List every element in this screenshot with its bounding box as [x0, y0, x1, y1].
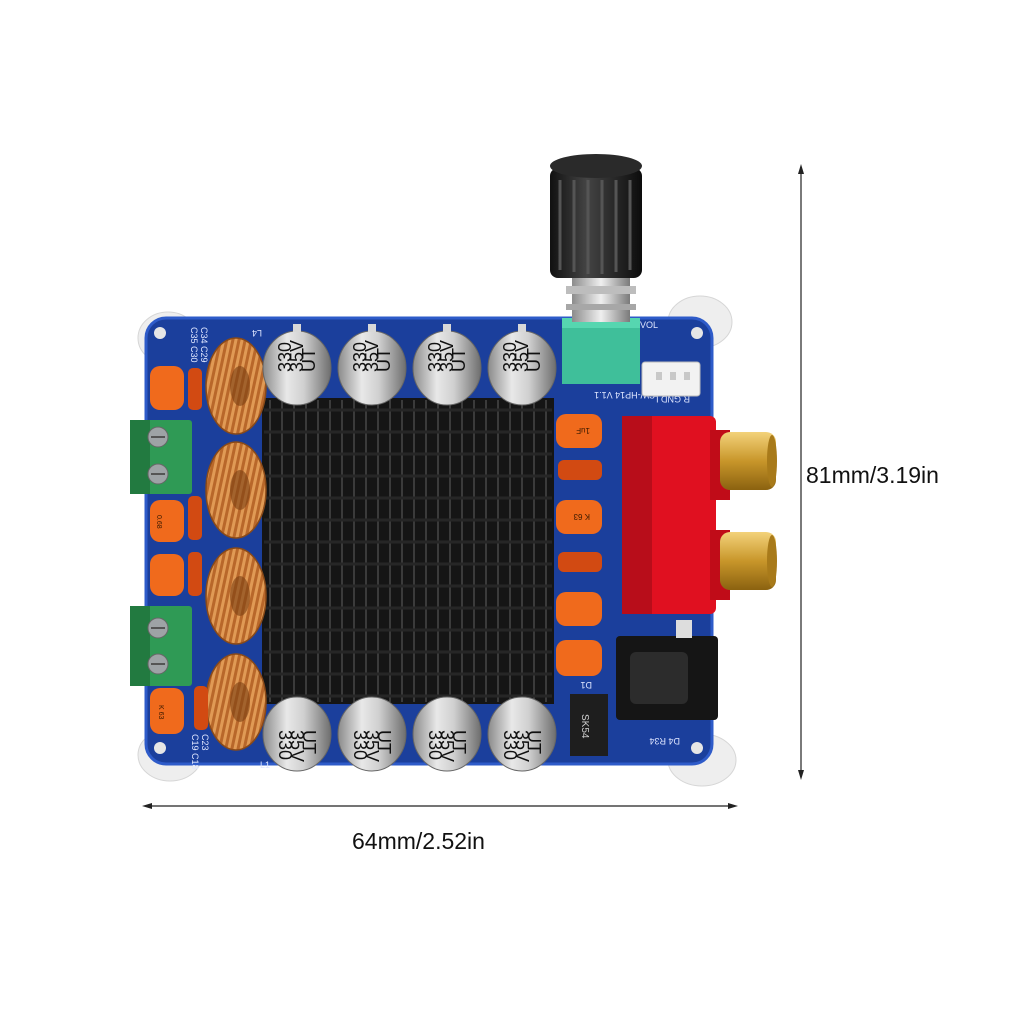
capacitor-marking: 35V	[437, 340, 457, 372]
capacitor-marking: 330	[350, 730, 370, 760]
heatsink	[262, 398, 554, 704]
capacitor-marking: 35V	[287, 340, 307, 372]
capacitor-marking: 35V	[362, 730, 382, 762]
top-left-refs-a: C35 C30	[189, 327, 199, 363]
right-cap-label-2: K 63	[573, 512, 590, 521]
bottom-left-refs-a: C23	[200, 734, 210, 751]
left-cap-value: 0.68	[155, 515, 162, 529]
terminal-block-bottom	[130, 606, 192, 686]
capacitor-marking: 35V	[512, 340, 532, 372]
height-dimension-label: 81mm/3.19in	[806, 462, 939, 488]
capacitor-marking: UT	[524, 730, 544, 754]
height-dimension-line	[798, 164, 804, 780]
capacitor-marking: UT	[374, 730, 394, 754]
bottom-refs-label: D4 R34	[649, 736, 680, 746]
capacitor-marking: 330	[350, 342, 370, 372]
inductor-4	[205, 653, 267, 751]
inductor-3	[205, 547, 267, 645]
inductor-mark-top: L4	[252, 328, 262, 338]
capacitor-marking: 330	[500, 730, 520, 760]
version-label: SW-HP14 V1.1	[594, 390, 655, 400]
volume-potentiometer	[550, 154, 642, 384]
capacitor-marking: 35V	[287, 730, 307, 762]
inductor-mark-bottom: L1	[260, 760, 270, 770]
left-film-capacitors: 0.68 K 63	[150, 366, 208, 734]
capacitor-marking: 330	[500, 342, 520, 372]
right-cap-label: 1uF	[576, 426, 590, 435]
left-cap-value-2: K 63	[157, 705, 164, 720]
capacitor-marking: UT	[374, 348, 394, 372]
capacitor-marking: 330	[275, 730, 295, 760]
terminal-block-top	[130, 420, 192, 494]
width-dimension-label: 64mm/2.52in	[352, 828, 485, 854]
power-pin-label: R GND L	[653, 394, 690, 404]
inductor-1	[205, 337, 267, 435]
capacitor-marking: UT	[299, 348, 319, 372]
inductor-2	[205, 441, 267, 539]
silkscreen-labels: VOL SW-HP14 V1.1 R GND L D1 D4 R34 C35 C…	[189, 320, 690, 770]
capacitor-marking: UT	[449, 730, 469, 754]
bottom-left-refs-b: C19 C18	[190, 734, 200, 770]
diode-part-label: SK54	[579, 714, 590, 739]
capacitor-marking: 35V	[512, 730, 532, 762]
top-left-refs-b: C34 C29	[199, 327, 209, 363]
rca-jacks	[622, 416, 777, 614]
vol-label: VOL	[640, 320, 658, 330]
capacitor-marking: 330	[275, 342, 295, 372]
width-dimension-line	[142, 803, 738, 809]
terminal-blocks	[130, 420, 192, 686]
sk54-diode: SK54	[570, 694, 608, 756]
capacitor-marking: UT	[524, 348, 544, 372]
capacitor-marking: UT	[449, 348, 469, 372]
dc-power-jack	[616, 620, 718, 720]
capacitor-marking: 35V	[362, 340, 382, 372]
right-film-capacitors: 1uF K 63	[556, 414, 602, 676]
capacitor-marking: 330	[425, 342, 445, 372]
capacitor-marking: 330	[425, 730, 445, 760]
power-header	[641, 361, 701, 397]
inductors	[205, 337, 267, 751]
capacitor-marking: UT	[299, 730, 319, 754]
capacitor-marking: 35V	[437, 730, 457, 762]
diode-label: D1	[580, 680, 592, 690]
